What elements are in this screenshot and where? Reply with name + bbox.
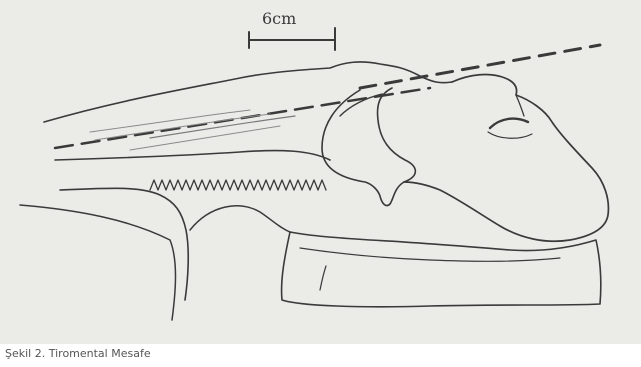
figure-caption: Şekil 2. Tiromental Mesafe [5, 347, 151, 360]
measurement-label: 6cm [262, 9, 296, 28]
paper-background [0, 0, 641, 344]
thyromental-distance-sketch: 6cm [0, 0, 641, 344]
